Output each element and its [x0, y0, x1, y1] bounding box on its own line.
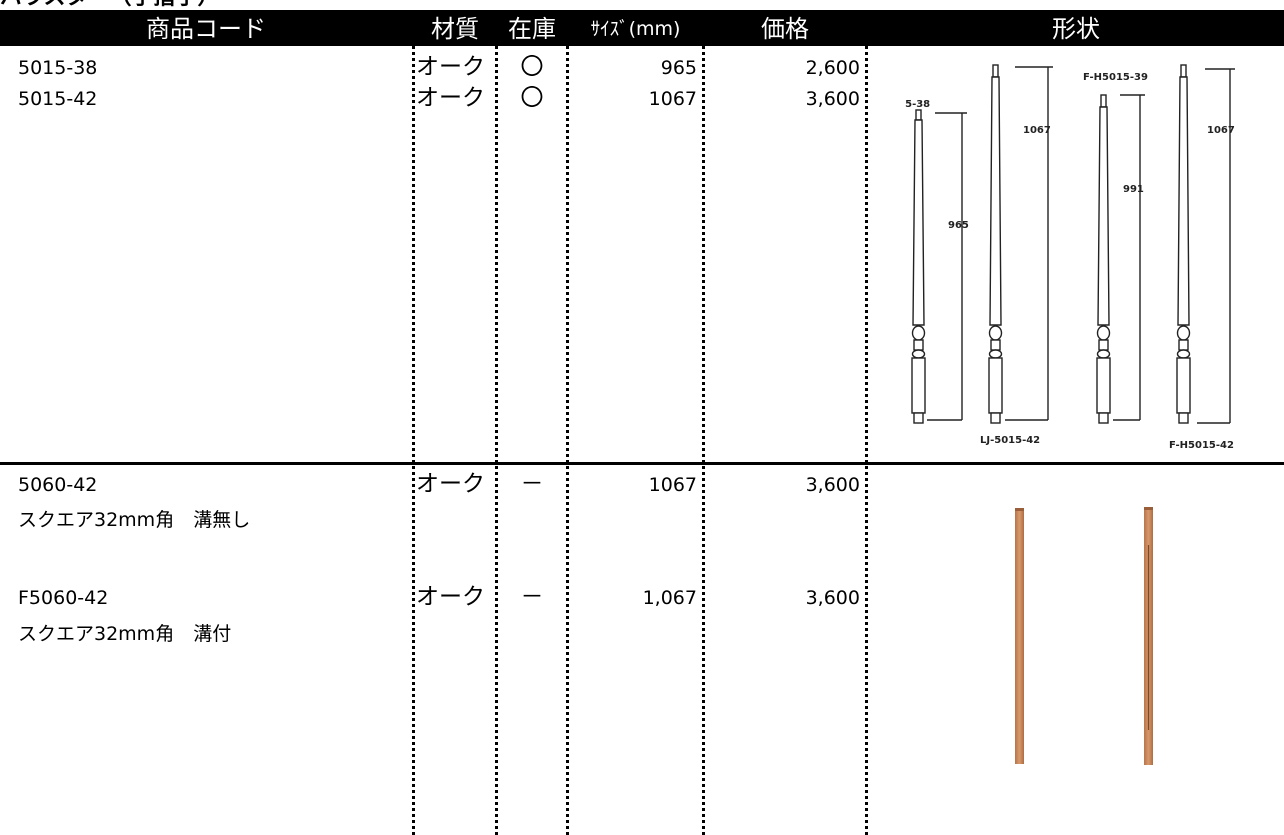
header-shape: 形状	[1052, 15, 1100, 43]
size: 965	[660, 57, 697, 79]
table-header: 商品コード 材質 在庫 ｻｲｽﾞ(mm) 価格 形状	[0, 10, 1284, 46]
baluster-square-grooved	[1144, 507, 1153, 765]
dim-1067-b: 1067	[1207, 125, 1235, 136]
baluster-diagram: LJ-5015-38 965 1067 LJ-5015-42 F-H5015-3…	[905, 64, 1235, 451]
price: 3,600	[805, 587, 860, 609]
baluster-lj-5015-38	[911, 109, 926, 424]
dim-965: 965	[948, 220, 969, 231]
column-divider	[702, 10, 705, 835]
label-f-h5015-39: F-H5015-39	[1083, 72, 1148, 83]
column-divider	[566, 10, 569, 835]
product-description: スクエア32mm角 溝付	[18, 623, 232, 645]
stock: －	[520, 584, 544, 610]
stock: 〇	[520, 85, 544, 111]
page-title: バラスター（手摺子）	[0, 0, 220, 10]
column-divider	[412, 10, 415, 835]
header-stock: 在庫	[508, 15, 556, 43]
price: 3,600	[805, 474, 860, 496]
product-code: 5015-38	[18, 57, 98, 79]
baluster-f-h5015-39	[1096, 94, 1111, 424]
size: 1067	[648, 88, 697, 110]
material: オーク	[416, 471, 485, 497]
label-lj-5015-38: LJ-5015-38	[905, 99, 930, 110]
section-divider	[0, 462, 1284, 465]
dim-1067-a: 1067	[1023, 125, 1051, 136]
square-baluster-photo	[1015, 507, 1153, 765]
stock: －	[520, 471, 544, 497]
label-lj-5015-42: LJ-5015-42	[980, 435, 1040, 446]
column-divider	[865, 10, 868, 835]
header-code: 商品コード	[146, 15, 266, 43]
baluster-square-plain	[1015, 508, 1024, 764]
product-description: スクエア32mm角 溝無し	[18, 509, 251, 531]
size: 1067	[648, 474, 697, 496]
material: オーク	[416, 54, 485, 80]
header-price: 価格	[761, 15, 809, 43]
product-code: F5060-42	[18, 587, 109, 609]
baluster-f-h5015-42	[1176, 64, 1191, 424]
product-code: 5060-42	[18, 474, 98, 496]
size: 1,067	[642, 587, 697, 609]
header-material: 材質	[431, 15, 479, 43]
product-code: 5015-42	[18, 88, 98, 110]
material: オーク	[416, 85, 485, 111]
column-divider	[495, 10, 498, 835]
label-f-h5015-42: F-H5015-42	[1169, 440, 1234, 451]
stock: 〇	[520, 54, 544, 80]
price: 2,600	[805, 57, 860, 79]
material: オーク	[416, 584, 485, 610]
price: 3,600	[805, 88, 860, 110]
dim-991: 991	[1123, 184, 1144, 195]
header-size: ｻｲｽﾞ(mm)	[590, 18, 681, 40]
baluster-lj-5015-42	[988, 64, 1003, 424]
